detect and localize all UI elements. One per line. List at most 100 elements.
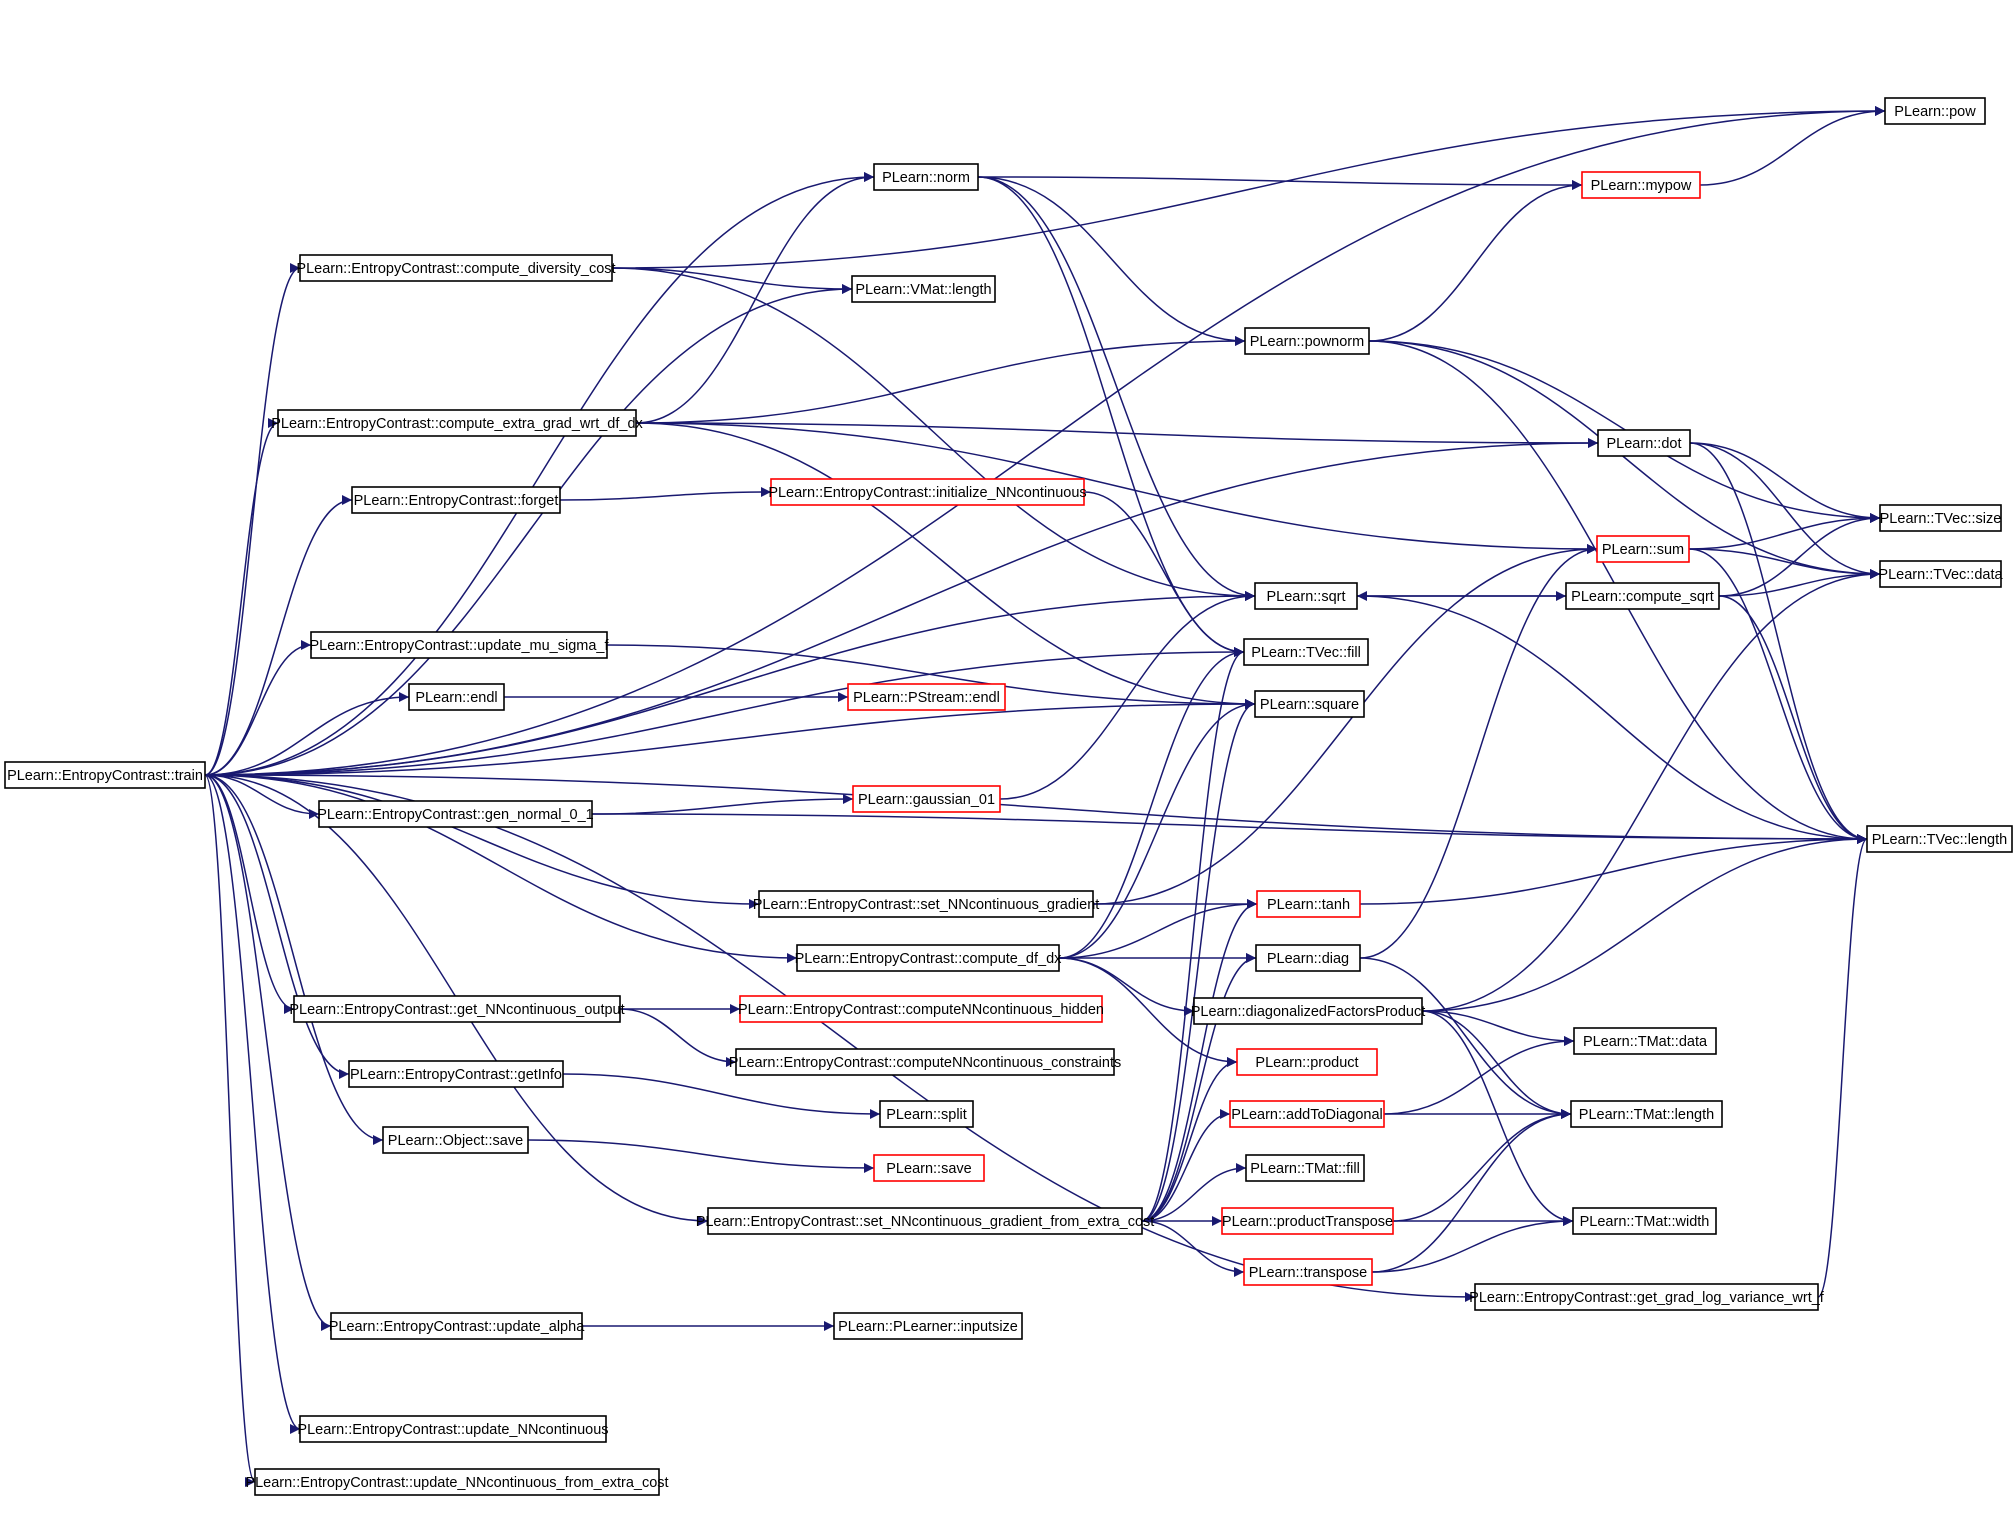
node-box (1565, 582, 1720, 610)
node-label: PLearn::transpose (1249, 1265, 1368, 1281)
node-diag[interactable]: PLearn::diag (1255, 944, 1361, 972)
edge-sum-to-tvec-data (1688, 548, 1881, 579)
edge-compute-extra-grad-to-norm (635, 172, 875, 424)
node-get-NN-output[interactable]: PLearn::EntropyContrast::get_NNcontinuou… (289, 995, 625, 1023)
edge-get-NN-output-to-computeNN-constraints (619, 1008, 737, 1067)
node-label: PLearn::diagonalizedFactorsProduct (1191, 1004, 1426, 1020)
node-sum[interactable]: PLearn::sum (1596, 535, 1690, 563)
node-label: PLearn::product (1255, 1055, 1358, 1071)
node-gen-normal[interactable]: PLearn::EntropyContrast::gen_normal_0_1 (317, 800, 594, 828)
node-pow[interactable]: PLearn::pow (1884, 97, 1986, 125)
node-square[interactable]: PLearn::square (1254, 690, 1365, 718)
node-diagonalized[interactable]: PLearn::diagonalizedFactorsProduct (1191, 997, 1426, 1025)
node-getInfo[interactable]: PLearn::EntropyContrast::getInfo (348, 1060, 564, 1088)
edge-set-NN-grad-extra-to-product (1141, 1057, 1238, 1222)
node-endl[interactable]: PLearn::endl (408, 683, 505, 711)
node-tmat-fill[interactable]: PLearn::TMat::fill (1245, 1154, 1365, 1182)
node-tanh[interactable]: PLearn::tanh (1256, 890, 1361, 918)
node-label: PLearn::EntropyContrast::update_NNcontin… (245, 1475, 668, 1491)
node-label: PLearn::VMat::length (855, 282, 991, 298)
edge-set-NN-grad-extra-to-tmat-fill (1141, 1163, 1247, 1222)
node-inputsize[interactable]: PLearn::PLearner::inputsize (833, 1312, 1023, 1340)
node-get-grad-log[interactable]: PLearn::EntropyContrast::get_grad_log_va… (1469, 1283, 1825, 1311)
edge-train-to-set-NN-grad (204, 774, 760, 909)
node-label: PLearn::EntropyContrast::train (7, 768, 203, 784)
node-label: PLearn::EntropyContrast::get_grad_log_va… (1469, 1290, 1825, 1306)
node-addToDiagonal[interactable]: PLearn::addToDiagonal (1229, 1100, 1385, 1128)
node-save[interactable]: PLearn::save (873, 1154, 985, 1182)
edge-train-to-update-NN (204, 774, 301, 1434)
node-label: PLearn::sum (1602, 542, 1684, 558)
node-label: PLearn::compute_sqrt (1571, 589, 1714, 605)
node-update-alpha[interactable]: PLearn::EntropyContrast::update_alpha (329, 1312, 585, 1340)
edge-compute-sqrt-to-tvec-length (1718, 595, 1868, 844)
edge-get-grad-log-to-tvec-length (1817, 834, 1868, 1298)
node-update-NN[interactable]: PLearn::EntropyContrast::update_NNcontin… (297, 1415, 609, 1443)
node-label: PLearn::gaussian_01 (858, 792, 995, 808)
node-box (330, 1312, 583, 1340)
node-object-save[interactable]: PLearn::Object::save (382, 1126, 529, 1154)
node-compute-sqrt[interactable]: PLearn::compute_sqrt (1565, 582, 1720, 610)
node-productTranspose[interactable]: PLearn::productTranspose (1221, 1207, 1394, 1235)
node-box (351, 486, 561, 514)
node-box (1243, 1258, 1373, 1286)
node-mypow[interactable]: PLearn::mypow (1581, 171, 1701, 199)
node-computeNN-constraints[interactable]: PLearn::EntropyContrast::computeNNcontin… (729, 1048, 1122, 1076)
node-forget[interactable]: PLearn::EntropyContrast::forget (351, 486, 561, 514)
node-dot[interactable]: PLearn::dot (1597, 429, 1691, 457)
edge-train-to-vmat-length (204, 284, 853, 776)
edge-train-to-compute-diversity-cost (204, 263, 301, 776)
node-norm[interactable]: PLearn::norm (873, 163, 979, 191)
node-compute-extra-grad[interactable]: PLearn::EntropyContrast::compute_extra_g… (271, 409, 644, 437)
node-gaussian[interactable]: PLearn::gaussian_01 (852, 785, 1001, 813)
edge-set-NN-grad-extra-to-diag (1141, 953, 1257, 1222)
node-init-NN[interactable]: PLearn::EntropyContrast::initialize_NNco… (768, 478, 1087, 506)
node-label: PLearn::endl (415, 690, 497, 706)
node-box (739, 995, 1103, 1023)
node-compute-diversity-cost[interactable]: PLearn::EntropyContrast::compute_diversi… (296, 254, 616, 282)
node-tmat-width[interactable]: PLearn::TMat::width (1572, 1207, 1717, 1235)
node-box (318, 800, 593, 828)
edge-pownorm-to-mypow (1368, 180, 1583, 342)
node-box (852, 785, 1001, 813)
node-product[interactable]: PLearn::product (1236, 1048, 1378, 1076)
node-box (1193, 997, 1423, 1025)
node-pownorm[interactable]: PLearn::pownorm (1244, 327, 1370, 355)
node-sqrt[interactable]: PLearn::sqrt (1254, 582, 1358, 610)
node-box (1243, 638, 1369, 666)
node-box (1221, 1207, 1394, 1235)
node-box (1255, 944, 1361, 972)
node-label: PLearn::EntropyContrast::update_alpha (329, 1319, 585, 1335)
node-tvec-data[interactable]: PLearn::TVec::data (1878, 560, 2004, 588)
node-tmat-data[interactable]: PLearn::TMat::data (1573, 1027, 1717, 1055)
node-box (770, 478, 1085, 506)
node-tvec-length[interactable]: PLearn::TVec::length (1866, 825, 2013, 853)
node-tvec-size[interactable]: PLearn::TVec::size (1879, 504, 2002, 532)
node-box (1474, 1283, 1819, 1311)
edge-gaussian-to-sqrt (999, 591, 1256, 800)
node-label: PLearn::PLearner::inputsize (838, 1319, 1018, 1335)
node-box (1879, 560, 2002, 588)
node-set-NN-grad[interactable]: PLearn::EntropyContrast::set_NNcontinuou… (753, 890, 1100, 918)
node-pstream-endl[interactable]: PLearn::PStream::endl (847, 683, 1006, 711)
node-label: PLearn::dot (1607, 436, 1682, 452)
node-compute-df-dx[interactable]: PLearn::EntropyContrast::compute_df_dx (795, 944, 1063, 972)
node-box (299, 254, 613, 282)
edge-diagonalized-to-tvec-length (1421, 834, 1868, 1012)
node-update-NN-extra[interactable]: PLearn::EntropyContrast::update_NNcontin… (245, 1468, 669, 1496)
node-box (879, 1100, 974, 1128)
node-transpose[interactable]: PLearn::transpose (1243, 1258, 1373, 1286)
node-computeNN-hidden[interactable]: PLearn::EntropyContrast::computeNNcontin… (738, 995, 1104, 1023)
node-update-mu-sigma-f[interactable]: PLearn::EntropyContrast::update_mu_sigma… (309, 631, 609, 659)
node-label: PLearn::diag (1267, 951, 1349, 967)
node-split[interactable]: PLearn::split (879, 1100, 974, 1128)
node-tvec-fill[interactable]: PLearn::TVec::fill (1243, 638, 1369, 666)
node-vmat-length[interactable]: PLearn::VMat::length (851, 275, 996, 303)
edge-compute-sqrt-to-tvec-data (1718, 569, 1881, 597)
node-tmat-length[interactable]: PLearn::TMat::length (1570, 1100, 1723, 1128)
node-set-NN-grad-extra[interactable]: PLearn::EntropyContrast::set_NNcontinuou… (696, 1207, 1155, 1235)
node-train[interactable]: PLearn::EntropyContrast::train (4, 761, 206, 789)
node-box (1572, 1207, 1717, 1235)
node-label: PLearn::TMat::data (1583, 1034, 1708, 1050)
